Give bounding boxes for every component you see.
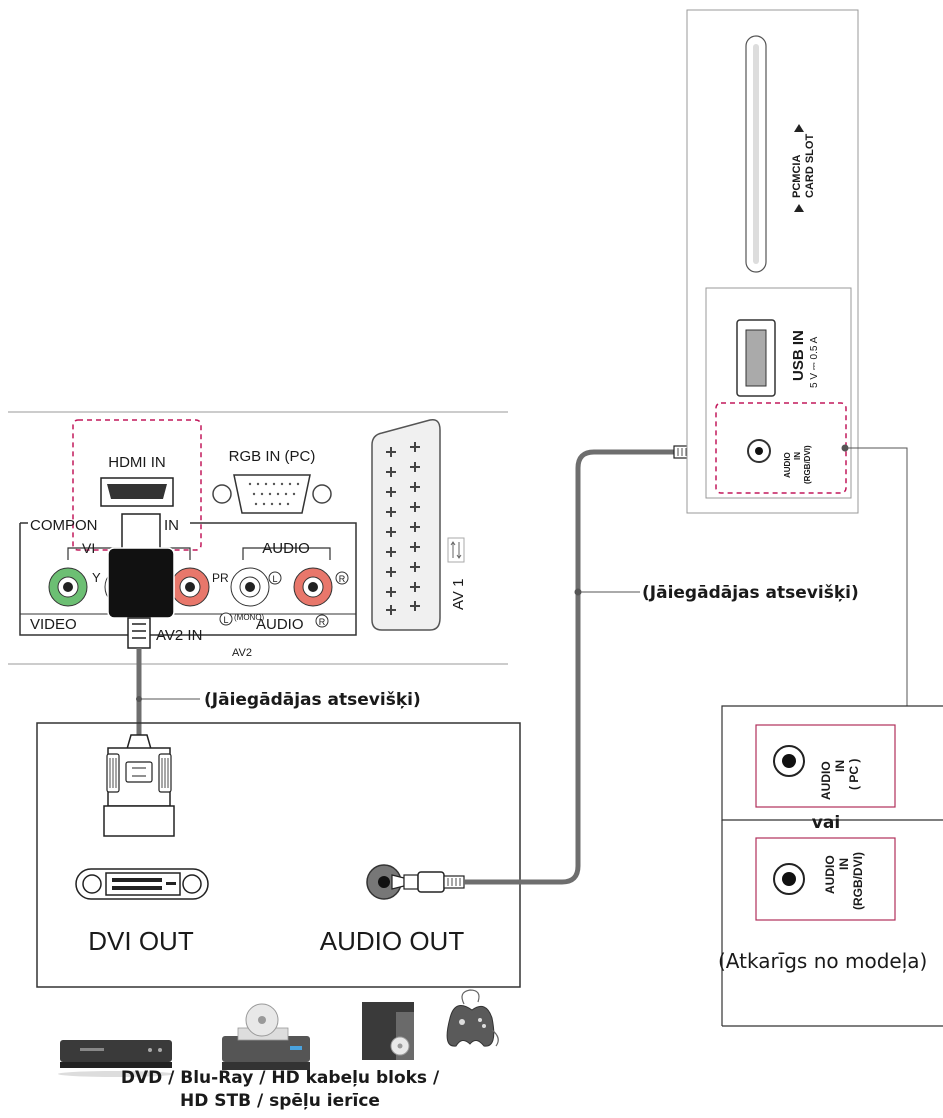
source-device-box (36, 722, 521, 988)
audio-lower-r-label: R (319, 617, 326, 627)
audio-group-label: AUDIO (262, 540, 310, 557)
audio-in-jack-icon (747, 439, 771, 463)
pcmcia-label-line1: PCMCIA (791, 155, 803, 198)
port-l-label: L (272, 574, 277, 584)
port-pr-label: PR (212, 571, 229, 585)
audio-in-label-2: IN (793, 452, 802, 460)
pcmcia-label-line2: CARD SLOT (804, 134, 816, 198)
cable-box-icon (362, 1002, 414, 1060)
video-upper-label: VI (82, 540, 95, 556)
rgb-port-icon (212, 474, 332, 514)
audio-in-label-group: AUDIO IN (RGB/DVI) (783, 445, 812, 484)
device-caption-line2: HD STB / spēļu ierīce (180, 1091, 380, 1111)
y-green-jack-icon (48, 567, 88, 607)
component-in-label-left: COMPON (30, 517, 98, 534)
dvi-thumbscrew-right-icon (158, 753, 172, 793)
av1-swap-icon (447, 537, 465, 563)
audio-out-label: AUDIO OUT (320, 926, 465, 956)
video-lower-label: VIDEO (30, 616, 77, 633)
alt-audio-panel: AUDIO IN ( PC ) vai AUDIO IN (RGB/DVI) (… (718, 705, 943, 1027)
arrow-right-icon (794, 124, 804, 132)
av2-in-label: AV2 IN (156, 627, 202, 644)
audio-in-rgbdvi-label-3: (RGB/DVI) (851, 852, 865, 910)
av2-label: AV2 (232, 647, 252, 659)
audio-in-pc-label-2: IN (833, 760, 847, 772)
component-in-label-right: IN (164, 517, 179, 534)
dvi-out-label: DVI OUT (88, 926, 194, 956)
device-caption-line1: DVD / Blu-Ray / HD kabeļu bloks / (120, 1068, 440, 1088)
av1-label: AV 1 (450, 579, 467, 610)
usb-in-label: USB IN (790, 330, 807, 381)
usb-spec-label: 5 V ⎓ 0.5 A (809, 336, 820, 388)
audio-in-label-1: AUDIO (783, 452, 792, 478)
game-controller-icon (446, 989, 499, 1047)
pr-red-jack-icon (170, 567, 210, 607)
dvd-player-icon (58, 1040, 174, 1077)
audio-lower-label: AUDIO (256, 616, 304, 633)
component-frame (19, 522, 357, 636)
audio-in-pc-label-3: ( PC ) (847, 759, 861, 790)
dvi-out-port-icon (75, 868, 209, 900)
audio-in-highlight-box (715, 402, 847, 494)
audio-in-pc-label-1: AUDIO (819, 761, 833, 800)
bluray-player-icon (222, 1003, 310, 1070)
hdmi-highlight-box (72, 419, 202, 551)
mono-label: (MONO) (234, 613, 265, 622)
model-note: (Atkarīgs no modeļa) (718, 949, 927, 973)
or-label: vai (812, 813, 840, 833)
audio-in-rgbdvi-label-group: AUDIO IN (RGB/DVI) (823, 852, 865, 910)
hdmi-in-label: HDMI IN (108, 454, 166, 471)
audio-r-red-jack-icon (293, 567, 333, 607)
port-y-label: Y (92, 570, 101, 585)
audio-in-rgbdvi-label-1: AUDIO (823, 855, 837, 894)
arrow-left-icon (794, 204, 804, 212)
port-r-label: R (339, 574, 346, 584)
audio-l-white-jack-icon (230, 567, 270, 607)
rgb-in-label: RGB IN (PC) (229, 448, 316, 465)
pcmcia-label-group: PCMCIA CARD SLOT (791, 124, 816, 212)
tv-side-panel: PCMCIA CARD SLOT USB IN 5 V ⎓ 0.5 A AUDI… (686, 9, 908, 706)
audio-in-label-3: (RGB/DVI) (803, 445, 812, 484)
hdmi-dvi-cable (103, 513, 200, 837)
audio-cable-note: (Jāiegādājas atsevišķi) (642, 583, 859, 603)
mono-l-label: L (223, 615, 228, 625)
audio-in-pc-jack-icon (773, 745, 805, 777)
audio-in-rgbdvi-jack-icon (773, 863, 805, 895)
usb-port-icon (736, 319, 776, 397)
audio-in-rgbdvi-label-2: IN (837, 858, 851, 870)
tv-rear-panel: HDMI IN RGB IN (PC) COMPON IN VI AUDIO (8, 411, 508, 665)
hdmi-port-icon (100, 477, 174, 507)
hdmi-cable-note: (Jāiegādājas atsevišķi) (204, 690, 421, 710)
dvi-thumbscrew-left-icon (106, 753, 120, 793)
scart-port-icon (371, 418, 441, 631)
audio-in-pc-label-group: AUDIO IN ( PC ) (819, 759, 861, 800)
